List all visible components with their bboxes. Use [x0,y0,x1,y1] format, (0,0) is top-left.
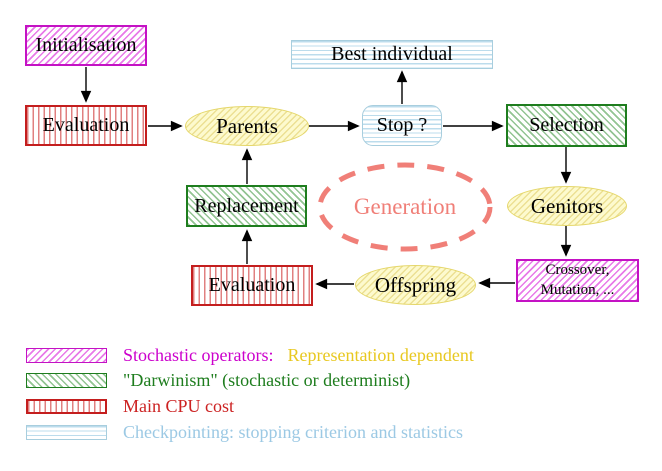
legend-swatch-cyan-stripes [26,424,107,440]
legend-item-darwinism: "Darwinism" (stochastic or determinist) [26,369,411,390]
legend-label-cpu-cost: Main CPU cost [123,395,235,416]
legend-label-representation-dependent: Representation dependent [287,344,474,365]
node-offspring: Offspring [355,265,476,305]
legend-label-darwinism: "Darwinism" (stochastic or determinist) [123,369,411,390]
legend-label-checkpointing: Checkpointing: stopping criterion and st… [123,421,463,442]
generation-cycle-label: Generation [353,194,457,219]
node-best-individual: Best individual [291,40,493,69]
node-evaluation-top: Evaluation [25,105,147,146]
node-selection: Selection [506,104,627,147]
node-genitors: Genitors [507,186,627,226]
legend-swatch-red-stripes [26,398,107,414]
crossover-line: Crossover, [545,262,610,278]
node-parents: Parents [185,106,309,146]
legend-label-stochastic: Stochastic operators: [123,344,274,365]
node-initialisation: Initialisation [25,25,147,66]
legend-item-stochastic-operators: Stochastic operators: Representation dep… [26,344,474,365]
legend-swatch-magenta-hatch [26,347,107,363]
legend-swatch-green-hatch [26,372,107,388]
node-replacement: Replacement [186,185,307,227]
legend-item-checkpointing: Checkpointing: stopping criterion and st… [26,421,463,442]
node-crossover-mutation: Crossover, Mutation, ... [516,259,639,302]
legend-item-main-cpu-cost: Main CPU cost [26,395,235,416]
node-evaluation-bottom: Evaluation [191,265,313,306]
node-stop-test: Stop ? [362,105,442,146]
mutation-line: Mutation, ... [540,281,615,298]
